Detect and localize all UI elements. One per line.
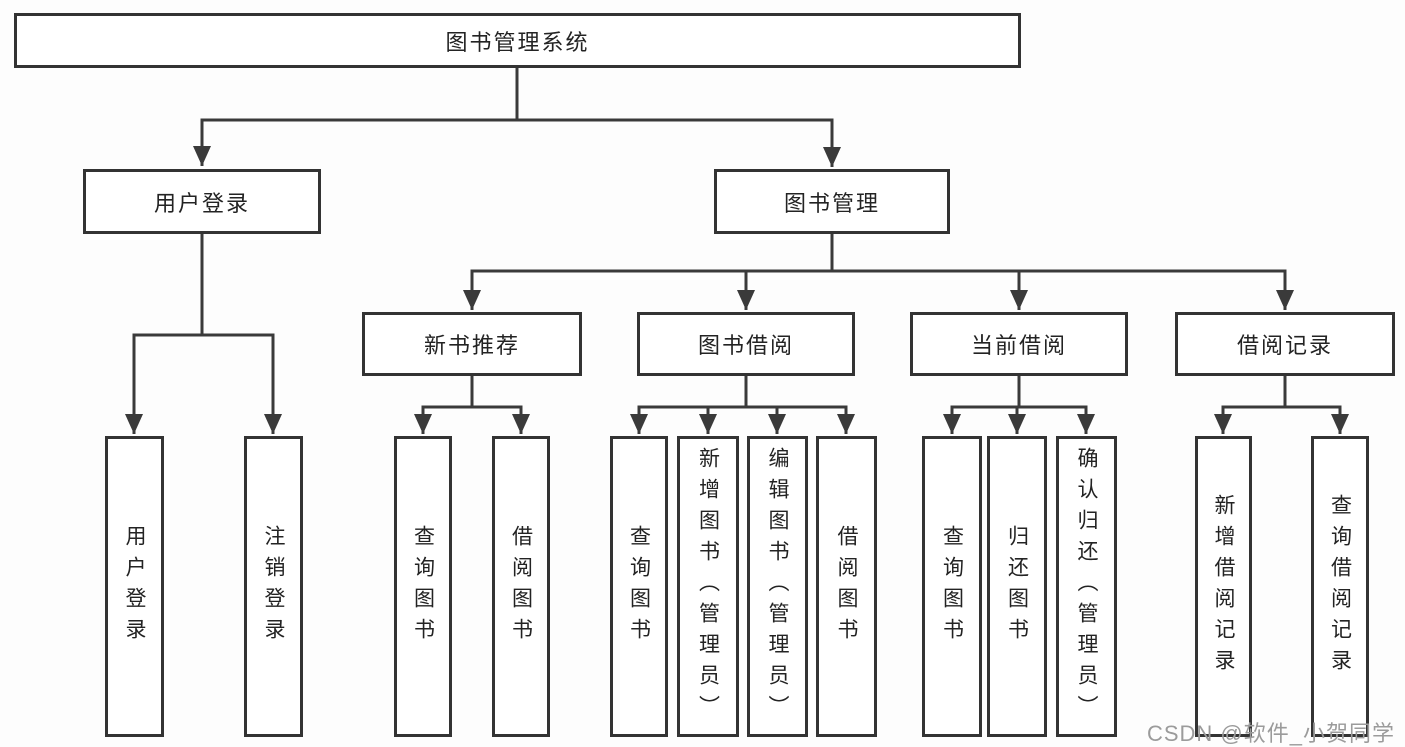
node-current-borrowing-label: 当前借阅 bbox=[970, 333, 1067, 358]
leaf-borrowing-query-book-label: 查询图书 bbox=[627, 524, 651, 649]
leaf-return-book-label: 归还图书 bbox=[1005, 524, 1029, 649]
leaf-logout: 注销登录 bbox=[244, 436, 303, 737]
node-user-login-label: 用户登录 bbox=[153, 190, 250, 216]
leaf-recommend-query-book: 查询图书 bbox=[394, 436, 452, 737]
leaf-add-book-admin: 新增图书（管理员） bbox=[677, 436, 739, 737]
leaf-borrowing-query-book: 查询图书 bbox=[610, 436, 668, 737]
leaf-recommend-borrow-book-label: 借阅图书 bbox=[509, 524, 533, 649]
leaf-user-login-label: 用户登录 bbox=[123, 524, 147, 649]
leaf-current-query-book: 查询图书 bbox=[922, 436, 982, 737]
leaf-recommend-query-book-label: 查询图书 bbox=[411, 524, 435, 649]
leaf-logout-label: 注销登录 bbox=[262, 524, 286, 649]
leaf-return-book: 归还图书 bbox=[987, 436, 1047, 737]
leaf-borrowing-borrow-book: 借阅图书 bbox=[816, 436, 877, 737]
node-user-login: 用户登录 bbox=[83, 169, 321, 234]
node-borrowing-records-label: 借阅记录 bbox=[1236, 333, 1333, 358]
node-book-management-label: 图书管理 bbox=[783, 190, 880, 216]
node-book-borrowing-label: 图书借阅 bbox=[697, 333, 794, 358]
leaf-confirm-return-admin: 确认归还（管理员） bbox=[1056, 436, 1117, 737]
leaf-recommend-borrow-book: 借阅图书 bbox=[492, 436, 550, 737]
node-new-book-recommend: 新书推荐 bbox=[362, 312, 582, 376]
leaf-user-login: 用户登录 bbox=[105, 436, 164, 737]
leaf-confirm-return-admin-label: 确认归还（管理员） bbox=[1075, 447, 1099, 726]
leaf-add-borrow-record: 新增借阅记录 bbox=[1195, 436, 1252, 737]
node-root-library-system: 图书管理系统 bbox=[14, 13, 1021, 68]
node-book-borrowing: 图书借阅 bbox=[637, 312, 855, 376]
leaf-query-borrow-record-label: 查询借阅记录 bbox=[1328, 493, 1352, 680]
leaf-borrowing-borrow-book-label: 借阅图书 bbox=[835, 524, 859, 649]
leaf-edit-book-admin-label: 编辑图书（管理员） bbox=[766, 447, 790, 726]
leaf-query-borrow-record: 查询借阅记录 bbox=[1311, 436, 1369, 737]
csdn-watermark: CSDN @软件_小贺同学 bbox=[1146, 721, 1395, 746]
node-book-management: 图书管理 bbox=[714, 169, 950, 234]
leaf-current-query-book-label: 查询图书 bbox=[940, 524, 964, 649]
leaf-edit-book-admin: 编辑图书（管理员） bbox=[747, 436, 808, 737]
leaf-add-book-admin-label: 新增图书（管理员） bbox=[696, 447, 720, 726]
leaf-add-borrow-record-label: 新增借阅记录 bbox=[1212, 493, 1236, 680]
node-root-label: 图书管理系统 bbox=[445, 29, 590, 55]
node-current-borrowing: 当前借阅 bbox=[910, 312, 1128, 376]
node-borrowing-records: 借阅记录 bbox=[1175, 312, 1395, 376]
node-new-book-recommend-label: 新书推荐 bbox=[423, 333, 520, 358]
